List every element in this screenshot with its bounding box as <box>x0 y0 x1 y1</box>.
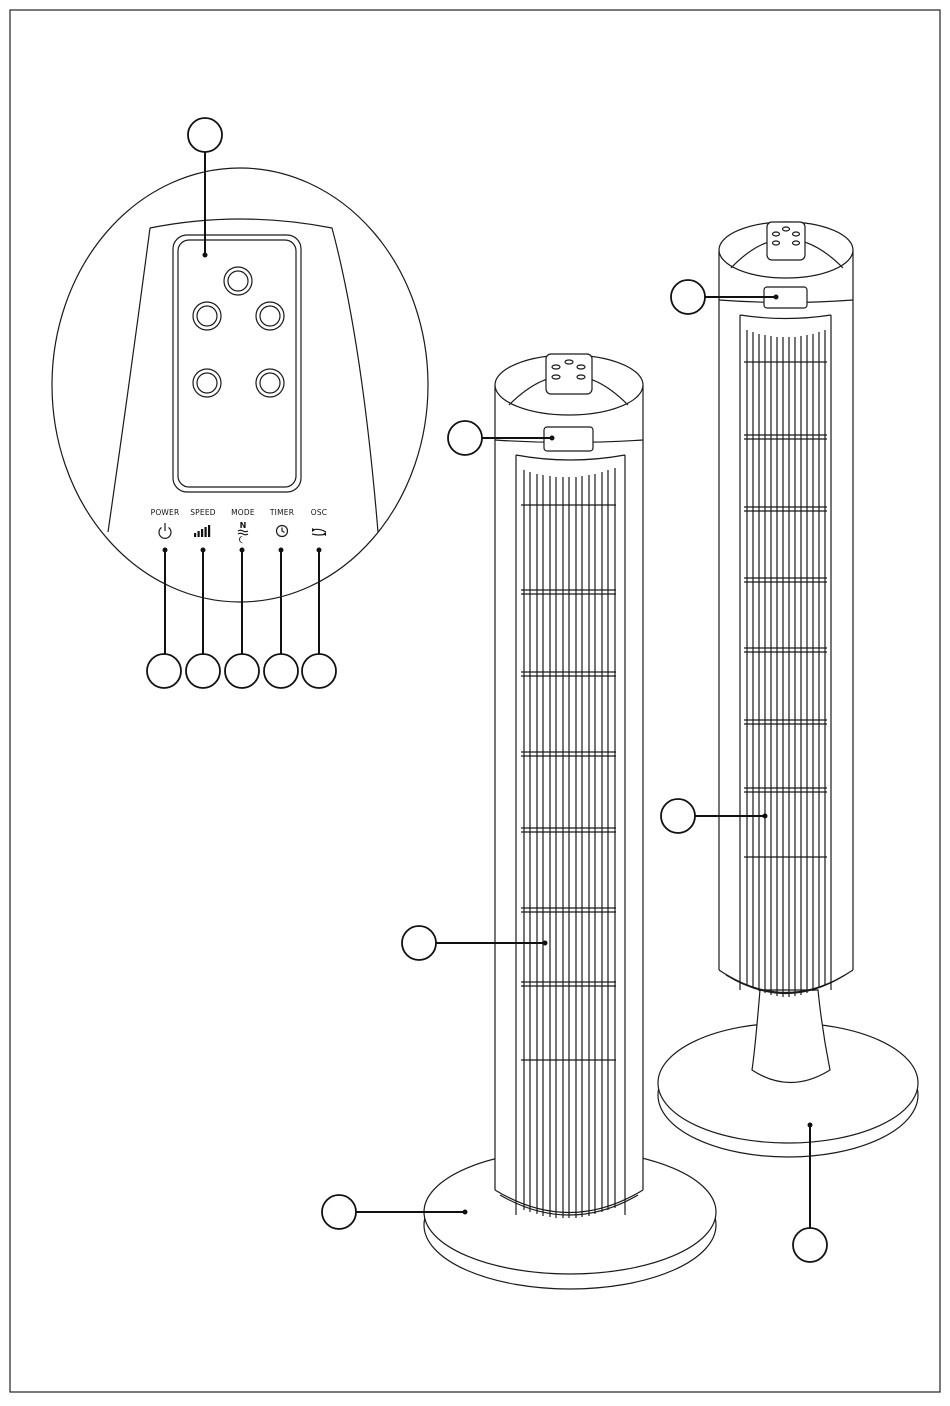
panel-leaders <box>163 548 322 657</box>
callout-front-grille <box>402 926 436 960</box>
panel-window-inner <box>178 240 296 487</box>
leader-front-grille-dot <box>543 941 548 946</box>
label-power: POWER <box>151 508 180 517</box>
label-speed: SPEED <box>190 508 216 517</box>
panel-callouts <box>147 654 336 688</box>
callout-control-panel <box>188 118 222 152</box>
callout-back-base <box>793 1228 827 1262</box>
wind-moon-icon: N <box>238 521 248 543</box>
oscillate-arrows-icon <box>312 528 326 536</box>
power-icon <box>159 523 171 538</box>
leader-front-display-dot <box>550 436 555 441</box>
panel-window-outer <box>173 235 301 492</box>
panel-button-low-left[interactable] <box>193 369 221 397</box>
callout-back-grille <box>661 799 695 833</box>
panel-button-low-right[interactable] <box>256 369 284 397</box>
callout-timer <box>264 654 298 688</box>
callout-speed <box>186 654 220 688</box>
panel-button-mid-left[interactable] <box>193 302 221 330</box>
leader-front-base-dot <box>463 1210 468 1215</box>
callout-front-base <box>322 1195 356 1229</box>
signal-bars-icon <box>194 525 210 537</box>
label-osc: OSC <box>311 508 328 517</box>
back-fan-neck <box>752 990 830 1083</box>
back-fan-body <box>719 222 853 997</box>
panel-button-top[interactable] <box>224 267 252 295</box>
clock-icon <box>277 526 288 537</box>
front-fan-body <box>495 354 643 1218</box>
panel-outline-left <box>108 228 150 532</box>
callout-back-display <box>671 280 705 314</box>
mode-letter-n: N <box>240 521 247 530</box>
control-panel-detail: POWER SPEED MODE TIMER OSC N <box>52 118 428 688</box>
callout-mode <box>225 654 259 688</box>
tower-fan-front <box>322 354 716 1289</box>
back-top-panel <box>767 222 805 260</box>
leader-back-base-dot <box>808 1123 813 1128</box>
callout-osc <box>302 654 336 688</box>
label-mode: MODE <box>231 508 255 517</box>
leader-panel-top-dot <box>203 253 208 258</box>
label-timer: TIMER <box>269 508 294 517</box>
callout-front-display <box>448 421 482 455</box>
tower-fan-back <box>658 222 918 1262</box>
callout-power <box>147 654 181 688</box>
leader-back-display-dot <box>774 295 779 300</box>
leader-back-grille-dot <box>763 814 768 819</box>
magnifier-circle <box>52 168 428 602</box>
panel-button-mid-right[interactable] <box>256 302 284 330</box>
